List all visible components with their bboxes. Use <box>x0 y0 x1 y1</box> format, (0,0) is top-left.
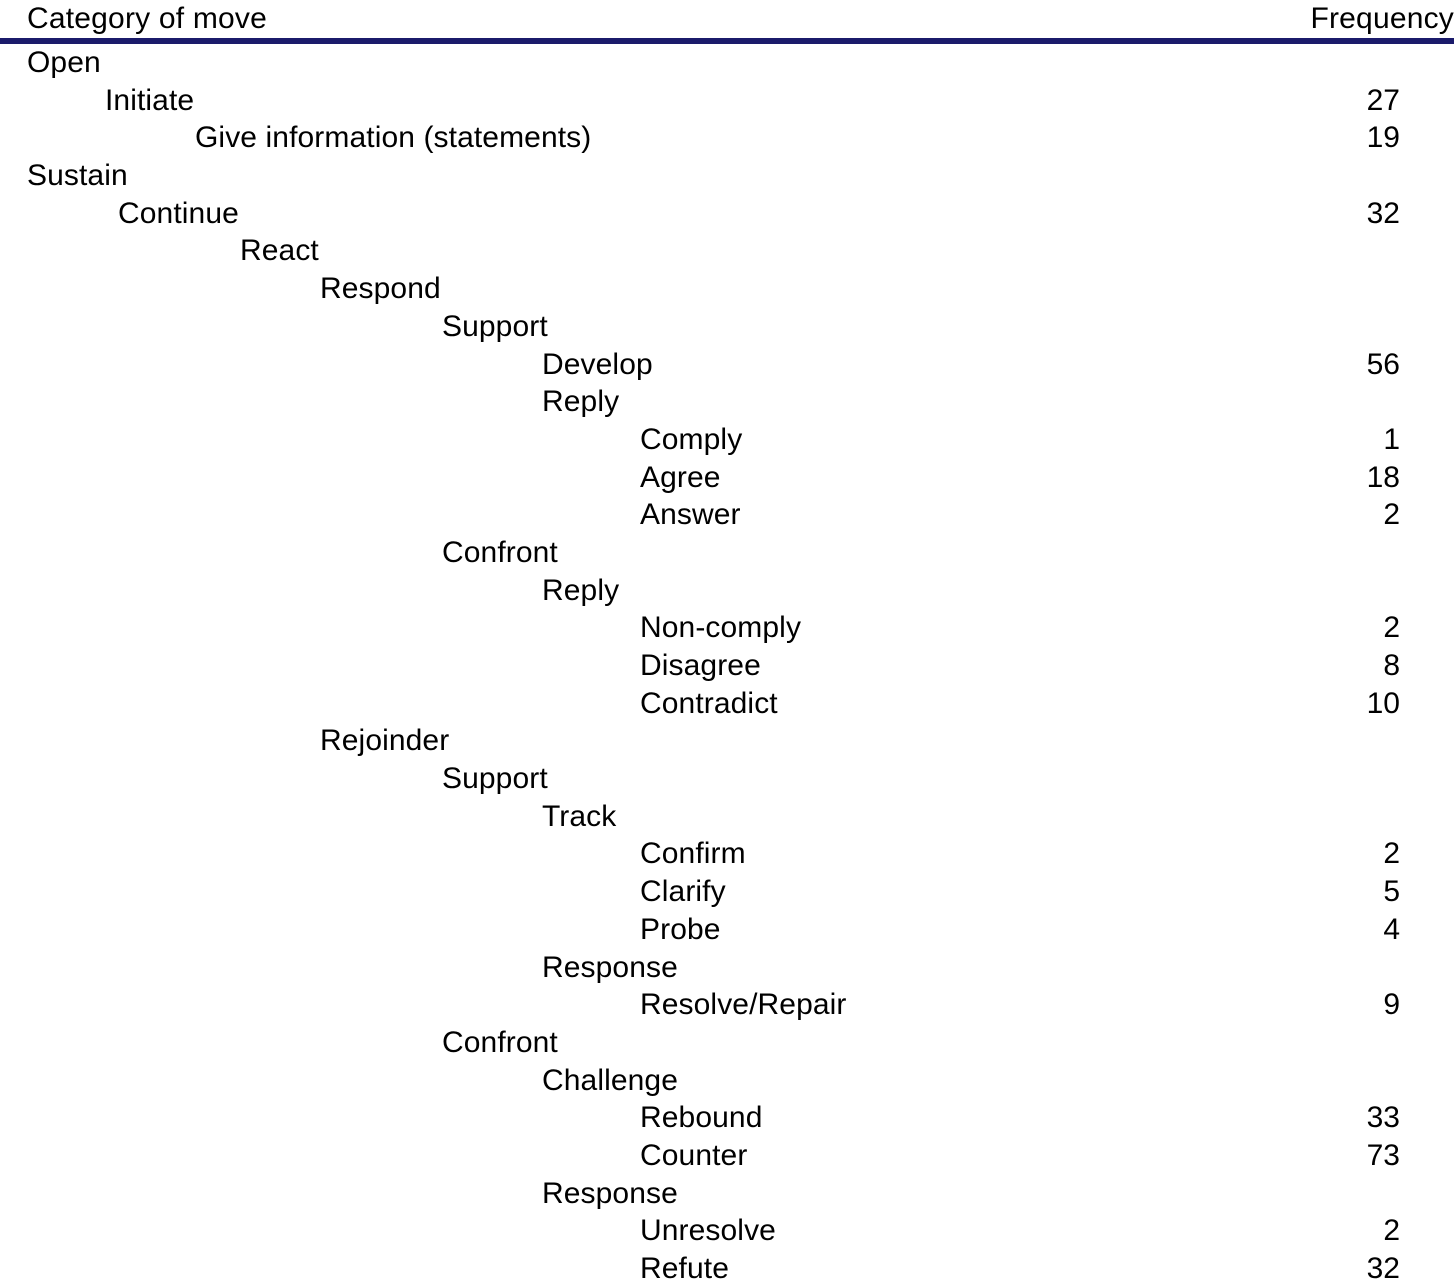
table-row: Open <box>0 44 1454 82</box>
row-frequency-value: 56 <box>1366 347 1400 381</box>
row-category-label: Support <box>442 309 548 343</box>
row-frequency-value: 18 <box>1366 460 1400 494</box>
row-category-label: Initiate <box>105 83 195 117</box>
table-row: Support <box>0 308 1454 346</box>
table-row: Answer 2 <box>0 496 1454 534</box>
row-category-label: Rebound <box>640 1101 763 1135</box>
table-row: Support <box>0 760 1454 798</box>
header-rule-divider <box>0 38 1454 44</box>
row-category-label: React <box>240 234 319 268</box>
table-row: Non-comply 2 <box>0 609 1454 647</box>
table-row: Initiate 27 <box>0 82 1454 120</box>
column-header-category: Category of move <box>27 2 267 35</box>
row-category-label: Confront <box>442 1025 558 1059</box>
row-category-label: Clarify <box>640 875 726 909</box>
table-row: Give information (statements) 19 <box>0 119 1454 157</box>
table-row: Unresolve 2 <box>0 1212 1454 1250</box>
table-row: React <box>0 232 1454 270</box>
row-category-label: Confront <box>442 535 558 569</box>
row-category-label: Develop <box>542 347 653 381</box>
table-row: Confirm 2 <box>0 835 1454 873</box>
row-frequency-value: 2 <box>1383 611 1400 645</box>
row-category-label: Continue <box>118 196 239 230</box>
table-row: Contradict 10 <box>0 685 1454 723</box>
table-row: Continue 32 <box>0 195 1454 233</box>
row-frequency-value: 4 <box>1383 912 1400 946</box>
table-row: Track <box>0 798 1454 836</box>
row-frequency-value: 32 <box>1366 196 1400 230</box>
table-row: Rebound 33 <box>0 1099 1454 1137</box>
row-frequency-value: 9 <box>1383 988 1400 1022</box>
row-category-label: Probe <box>640 912 721 946</box>
row-frequency-value: 2 <box>1383 498 1400 532</box>
row-category-label: Reply <box>542 385 620 419</box>
table-row: Refute 32 <box>0 1250 1454 1288</box>
row-frequency-value: 10 <box>1366 686 1400 720</box>
row-category-label: Confirm <box>640 837 746 871</box>
row-category-label: Refute <box>640 1252 729 1285</box>
table-row: Respond <box>0 270 1454 308</box>
table-row: Disagree 8 <box>0 647 1454 685</box>
table-row: Response <box>0 1175 1454 1213</box>
table-row: Resolve/Repair 9 <box>0 986 1454 1024</box>
row-category-label: Response <box>542 950 678 984</box>
table-row: Response <box>0 949 1454 987</box>
row-frequency-value: 73 <box>1366 1138 1400 1172</box>
row-category-label: Support <box>442 762 548 796</box>
row-category-label: Comply <box>640 422 743 456</box>
table-row: Challenge <box>0 1062 1454 1100</box>
column-header-frequency: Frequency <box>1310 2 1454 35</box>
table-row: Confront <box>0 1024 1454 1062</box>
row-category-label: Answer <box>640 498 741 532</box>
row-category-label: Non-comply <box>640 611 802 645</box>
row-category-label: Sustain <box>27 159 128 193</box>
row-category-label: Counter <box>640 1138 748 1172</box>
row-category-label: Unresolve <box>640 1214 776 1248</box>
table-row: Develop 56 <box>0 346 1454 384</box>
table-row: Rejoinder <box>0 722 1454 760</box>
table-row: Comply 1 <box>0 421 1454 459</box>
table-row: Sustain <box>0 157 1454 195</box>
row-category-label: Disagree <box>640 649 761 682</box>
row-category-label: Resolve/Repair <box>640 988 847 1022</box>
row-category-label: Open <box>27 46 101 79</box>
row-frequency-value: 27 <box>1366 83 1400 117</box>
row-frequency-value: 2 <box>1383 837 1400 871</box>
row-category-label: Contradict <box>640 686 778 720</box>
table-row: Clarify 5 <box>0 873 1454 911</box>
row-frequency-value: 32 <box>1366 1252 1400 1285</box>
table-header-row: Category of move Frequency <box>0 0 1454 38</box>
table-row: Reply <box>0 383 1454 421</box>
table-row: Reply <box>0 572 1454 610</box>
row-category-label: Track <box>542 799 617 833</box>
table-row: Counter 73 <box>0 1137 1454 1175</box>
row-category-label: Respond <box>320 272 441 306</box>
table-row: Agree 18 <box>0 459 1454 497</box>
row-frequency-value: 8 <box>1383 649 1400 682</box>
row-frequency-value: 1 <box>1383 422 1400 456</box>
row-category-label: Response <box>542 1176 678 1210</box>
row-category-label: Challenge <box>542 1063 679 1097</box>
row-category-label: Reply <box>542 573 620 607</box>
table-row: Confront <box>0 534 1454 572</box>
row-frequency-value: 33 <box>1366 1101 1400 1135</box>
table-row: Probe 4 <box>0 911 1454 949</box>
row-frequency-value: 2 <box>1383 1214 1400 1248</box>
row-category-label: Agree <box>640 460 721 494</box>
row-frequency-value: 19 <box>1366 121 1400 155</box>
row-category-label: Give information (statements) <box>195 121 592 155</box>
row-frequency-value: 5 <box>1383 875 1400 909</box>
row-category-label: Rejoinder <box>320 724 450 758</box>
